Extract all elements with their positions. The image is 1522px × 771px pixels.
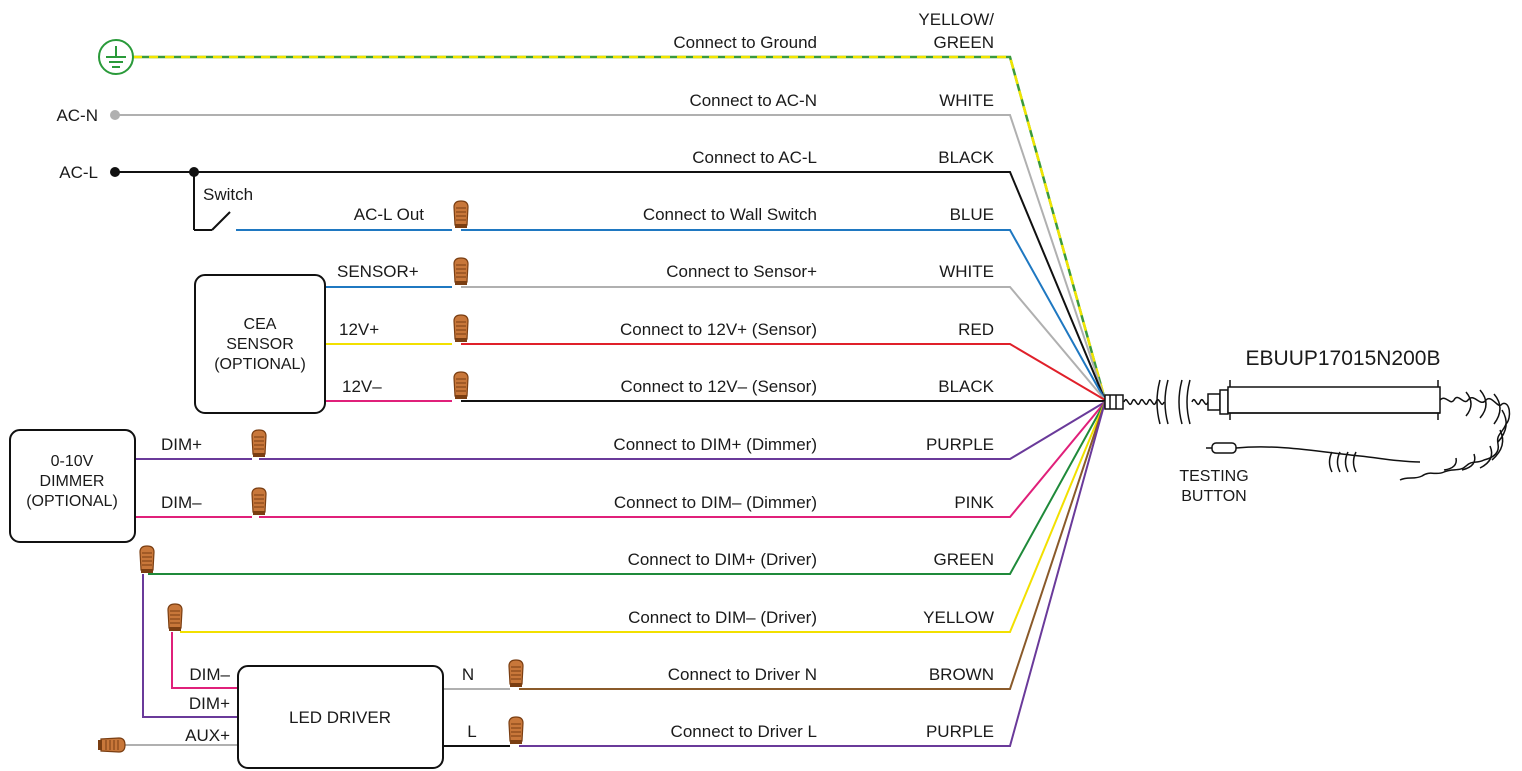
ac-n-label: AC-N [56,106,98,125]
led-driver-label: LED DRIVER [289,708,391,727]
ac-l-terminal [110,167,120,177]
color-label-driver-n: BROWN [929,665,994,684]
wire-nut [167,603,183,632]
dimmer-dim-plus-label: DIM+ [161,435,202,454]
instruction-wall-switch: Connect to Wall Switch [643,205,817,224]
text-labels: Connect to Ground Connect to AC-N Connec… [26,10,1440,745]
testing-button-line-1: TESTING [1179,468,1248,485]
color-label-12v-plus: RED [958,320,994,339]
wire-nut [453,371,469,400]
12v-plus-label: 12V+ [339,320,379,339]
led-driver-box [237,665,444,769]
color-label-sensor-plus: WHITE [939,262,994,281]
instruction-ac-l: Connect to AC-L [692,148,817,167]
wire-nut [508,659,524,688]
color-label-dim-minus-dimmer: PINK [954,493,994,512]
instruction-ac-n: Connect to AC-N [689,91,817,110]
color-label-dim-plus-driver: GREEN [934,550,994,569]
driver-dim-minus-label: DIM– [189,665,230,684]
wire-driver-n [519,401,1106,690]
color-label-dim-minus-driver: YELLOW [923,608,994,627]
sensor-plus-label: SENSOR+ [337,262,419,281]
instruction-dim-minus-driver: Connect to DIM– (Driver) [628,608,817,627]
driver-aux-plus-label: AUX+ [185,726,230,745]
color-label-ground-1: YELLOW/ [918,10,994,29]
wire-dim-plus-dimmer [259,401,1106,460]
instruction-12v-plus: Connect to 12V+ (Sensor) [620,320,817,339]
cea-sensor-box [194,274,326,414]
left-wires [125,172,510,747]
driver-dim-plus-label: DIM+ [189,694,230,713]
wire-nut [97,737,126,753]
color-label-ac-n: WHITE [939,91,994,110]
fan-wires [115,55,1107,747]
ac-l-out-label: AC-L Out [354,205,425,224]
wire-nut [508,716,524,745]
dimmer-box [9,429,136,543]
cea-sensor-line-3: (OPTIONAL) [214,356,306,373]
wire-ac-n [115,114,1106,401]
instruction-ground: Connect to Ground [673,33,817,52]
wire-12v-plus [461,343,1106,401]
wire-ground-stripe [133,55,1107,401]
color-label-driver-l: PURPLE [926,722,994,741]
color-label-ac-l: BLACK [938,148,994,167]
wire-dim-minus-dimmer [259,401,1106,518]
dimmer-line-2: DIMMER [40,473,105,490]
ground-icon [98,39,134,75]
emergency-driver-unit [1104,379,1511,481]
instruction-driver-l: Connect to Driver L [671,722,817,741]
driver-n-label: N [462,665,474,684]
color-label-12v-minus: BLACK [938,377,994,396]
color-label-ground-2: GREEN [934,33,994,52]
instruction-12v-minus: Connect to 12V– (Sensor) [620,377,817,396]
wire-dim-minus-driver [180,401,1106,633]
driver-l-label: L [467,722,476,741]
wire-nut [453,200,469,229]
cea-sensor-line-1: CEA [244,316,277,333]
dimmer-dim-minus-label: DIM– [161,493,202,512]
wire-nut [453,314,469,343]
ac-n-terminal [110,110,120,120]
wire-nut [251,487,267,516]
dimmer-line-3: (OPTIONAL) [26,493,118,510]
instruction-dim-minus-dimmer: Connect to DIM– (Dimmer) [614,493,817,512]
instruction-dim-plus-dimmer: Connect to DIM+ (Dimmer) [613,435,817,454]
switch-label: Switch [203,185,253,204]
color-label-dim-plus-dimmer: PURPLE [926,435,994,454]
instruction-dim-plus-driver: Connect to DIM+ (Driver) [628,550,817,569]
wire-nut [251,429,267,458]
model-number: EBUUP17015N200B [1246,347,1441,370]
wire-dim-plus-driver [148,401,1106,575]
ac-l-label: AC-L [59,163,98,182]
12v-minus-label: 12V– [342,377,382,396]
wire-sensor-plus [461,286,1106,401]
testing-button-line-2: BUTTON [1181,488,1246,505]
instruction-sensor-plus: Connect to Sensor+ [666,262,817,281]
switch-junction [189,167,199,177]
wire-wall-switch [461,229,1106,401]
dimmer-line-1: 0-10V [51,453,94,470]
color-label-wall-switch: BLUE [950,205,994,224]
wire-nut [453,257,469,286]
wire-driver-l [519,401,1106,747]
wire-nut [139,545,155,574]
cea-sensor-line-2: SENSOR [226,336,294,353]
instruction-driver-n: Connect to Driver N [668,665,817,684]
wire-ac-l [115,171,1106,401]
